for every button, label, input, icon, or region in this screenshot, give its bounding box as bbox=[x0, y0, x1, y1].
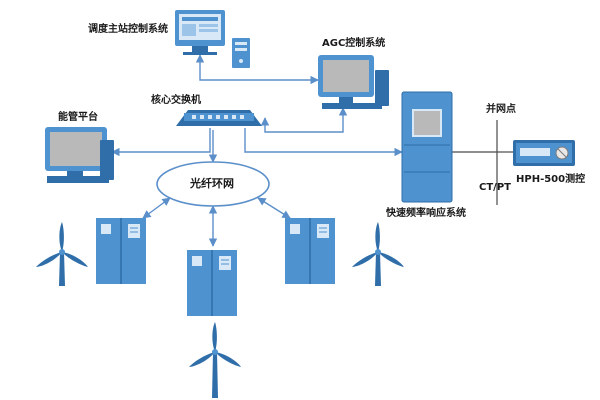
control-cabinet-icon bbox=[401, 91, 453, 203]
wind-turbine-right bbox=[352, 222, 404, 286]
desktop-monitor-icon bbox=[175, 10, 225, 55]
server-tower-icon bbox=[232, 38, 250, 68]
link-ring-inverter-right bbox=[257, 197, 291, 219]
network-switch-icon bbox=[176, 110, 262, 126]
energy-platform-label: 能管平台 bbox=[58, 112, 98, 123]
fiber-ring-label: 光纤环网 bbox=[190, 177, 234, 190]
link-switch-fastfreq bbox=[244, 128, 403, 157]
wind-turbine-bottom bbox=[189, 322, 241, 398]
measurement-control-unit-icon bbox=[513, 140, 575, 166]
fast-freq-label: 快速频率响应系统 bbox=[386, 208, 466, 219]
connection-lines bbox=[111, 54, 403, 247]
ctpt-label: CT/PT bbox=[479, 182, 511, 193]
agc-label: AGC控制系统 bbox=[322, 38, 386, 49]
grid-point-label: 并网点 bbox=[486, 104, 516, 115]
dispatch-label: 调度主站控制系统 bbox=[88, 24, 168, 35]
link-dispatch-agc bbox=[195, 54, 319, 85]
converter-cabinet-left bbox=[96, 218, 146, 284]
converter-cabinet-center bbox=[187, 250, 237, 316]
fiber-ring bbox=[156, 161, 270, 207]
core-switch-label: 核心交换机 bbox=[151, 95, 201, 106]
energy-platform-computer-icon bbox=[45, 127, 114, 183]
hph-label: HPH-500测控 bbox=[516, 174, 586, 185]
link-agc-switch bbox=[260, 107, 348, 133]
link-energy-switch bbox=[111, 128, 211, 157]
link-ring-inverter-left bbox=[142, 197, 171, 219]
desktop-computer-icon bbox=[318, 55, 389, 109]
wind-turbine-left bbox=[36, 222, 88, 286]
grid-lines bbox=[452, 120, 513, 205]
converter-cabinet-right bbox=[285, 218, 335, 284]
